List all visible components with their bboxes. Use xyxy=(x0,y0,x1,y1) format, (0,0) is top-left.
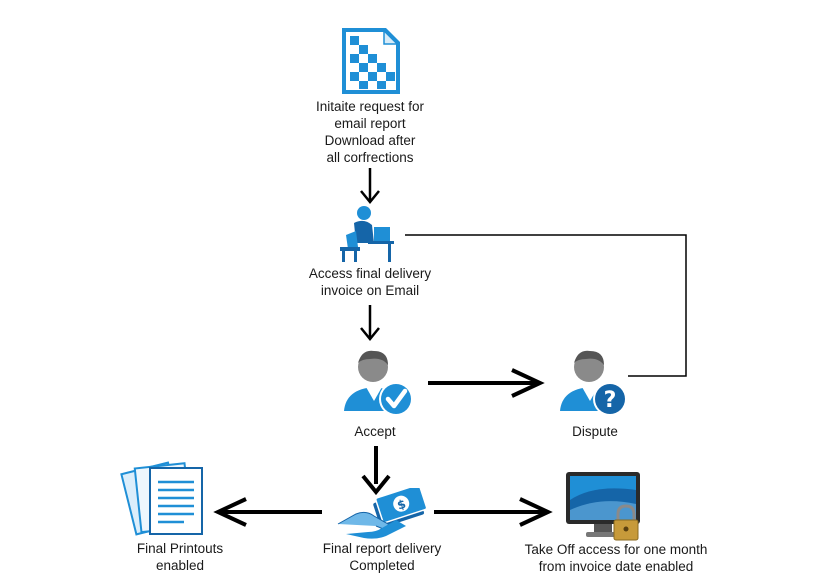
svg-text:$: $ xyxy=(395,497,407,513)
label-printouts-line-2: enabled xyxy=(155,558,205,573)
user-checkmark-icon xyxy=(344,350,413,416)
label-takeoff-line-1: Take Off access for one month xyxy=(524,542,708,557)
handshake-money-icon: $ xyxy=(337,488,428,539)
label-final-delivery: Final report delivery Completed xyxy=(300,540,464,574)
label-accept-line-1: Accept xyxy=(354,424,396,439)
label-initiate-line-2: email report xyxy=(334,116,406,131)
arrow-delivery-to-takeoff xyxy=(434,497,553,527)
document-icon xyxy=(342,28,400,94)
documents-stack-icon xyxy=(120,461,203,536)
label-initiate-line-3: Download after xyxy=(324,133,416,148)
label-initiate: Initaite request for email report Downlo… xyxy=(300,98,440,166)
label-takeoff: Take Off access for one month from invoi… xyxy=(500,541,732,575)
arrow-delivery-to-printouts xyxy=(213,497,322,527)
arrow-initiate-to-access xyxy=(360,168,380,204)
dispute-feedback-line xyxy=(405,234,687,377)
label-printouts-line-1: Final Printouts xyxy=(136,541,224,556)
user-question-icon: ? xyxy=(560,350,627,416)
arrow-accept-to-delivery xyxy=(361,446,391,496)
label-takeoff-line-2: from invoice date enabled xyxy=(538,559,694,574)
label-access-line-1: Access final delivery xyxy=(308,266,432,281)
label-printouts: Final Printouts enabled xyxy=(115,540,245,574)
label-accept: Accept xyxy=(320,423,430,440)
label-dispute-line-1: Dispute xyxy=(572,424,618,439)
svg-text:?: ? xyxy=(604,388,617,413)
label-access: Access final delivery invoice on Email xyxy=(290,265,450,299)
label-dispute: Dispute xyxy=(540,423,650,440)
monitor-lock-icon xyxy=(566,472,640,541)
arrow-access-to-accept xyxy=(360,305,380,341)
label-initiate-line-4: all corfrections xyxy=(326,150,414,165)
label-access-line-2: invoice on Email xyxy=(320,283,420,298)
label-initiate-line-1: Initaite request for xyxy=(315,99,425,114)
arrow-accept-to-dispute xyxy=(428,368,545,398)
label-final-delivery-line-2: Completed xyxy=(349,558,415,573)
user-at-desk-icon xyxy=(340,206,394,262)
label-final-delivery-line-1: Final report delivery xyxy=(322,541,442,556)
